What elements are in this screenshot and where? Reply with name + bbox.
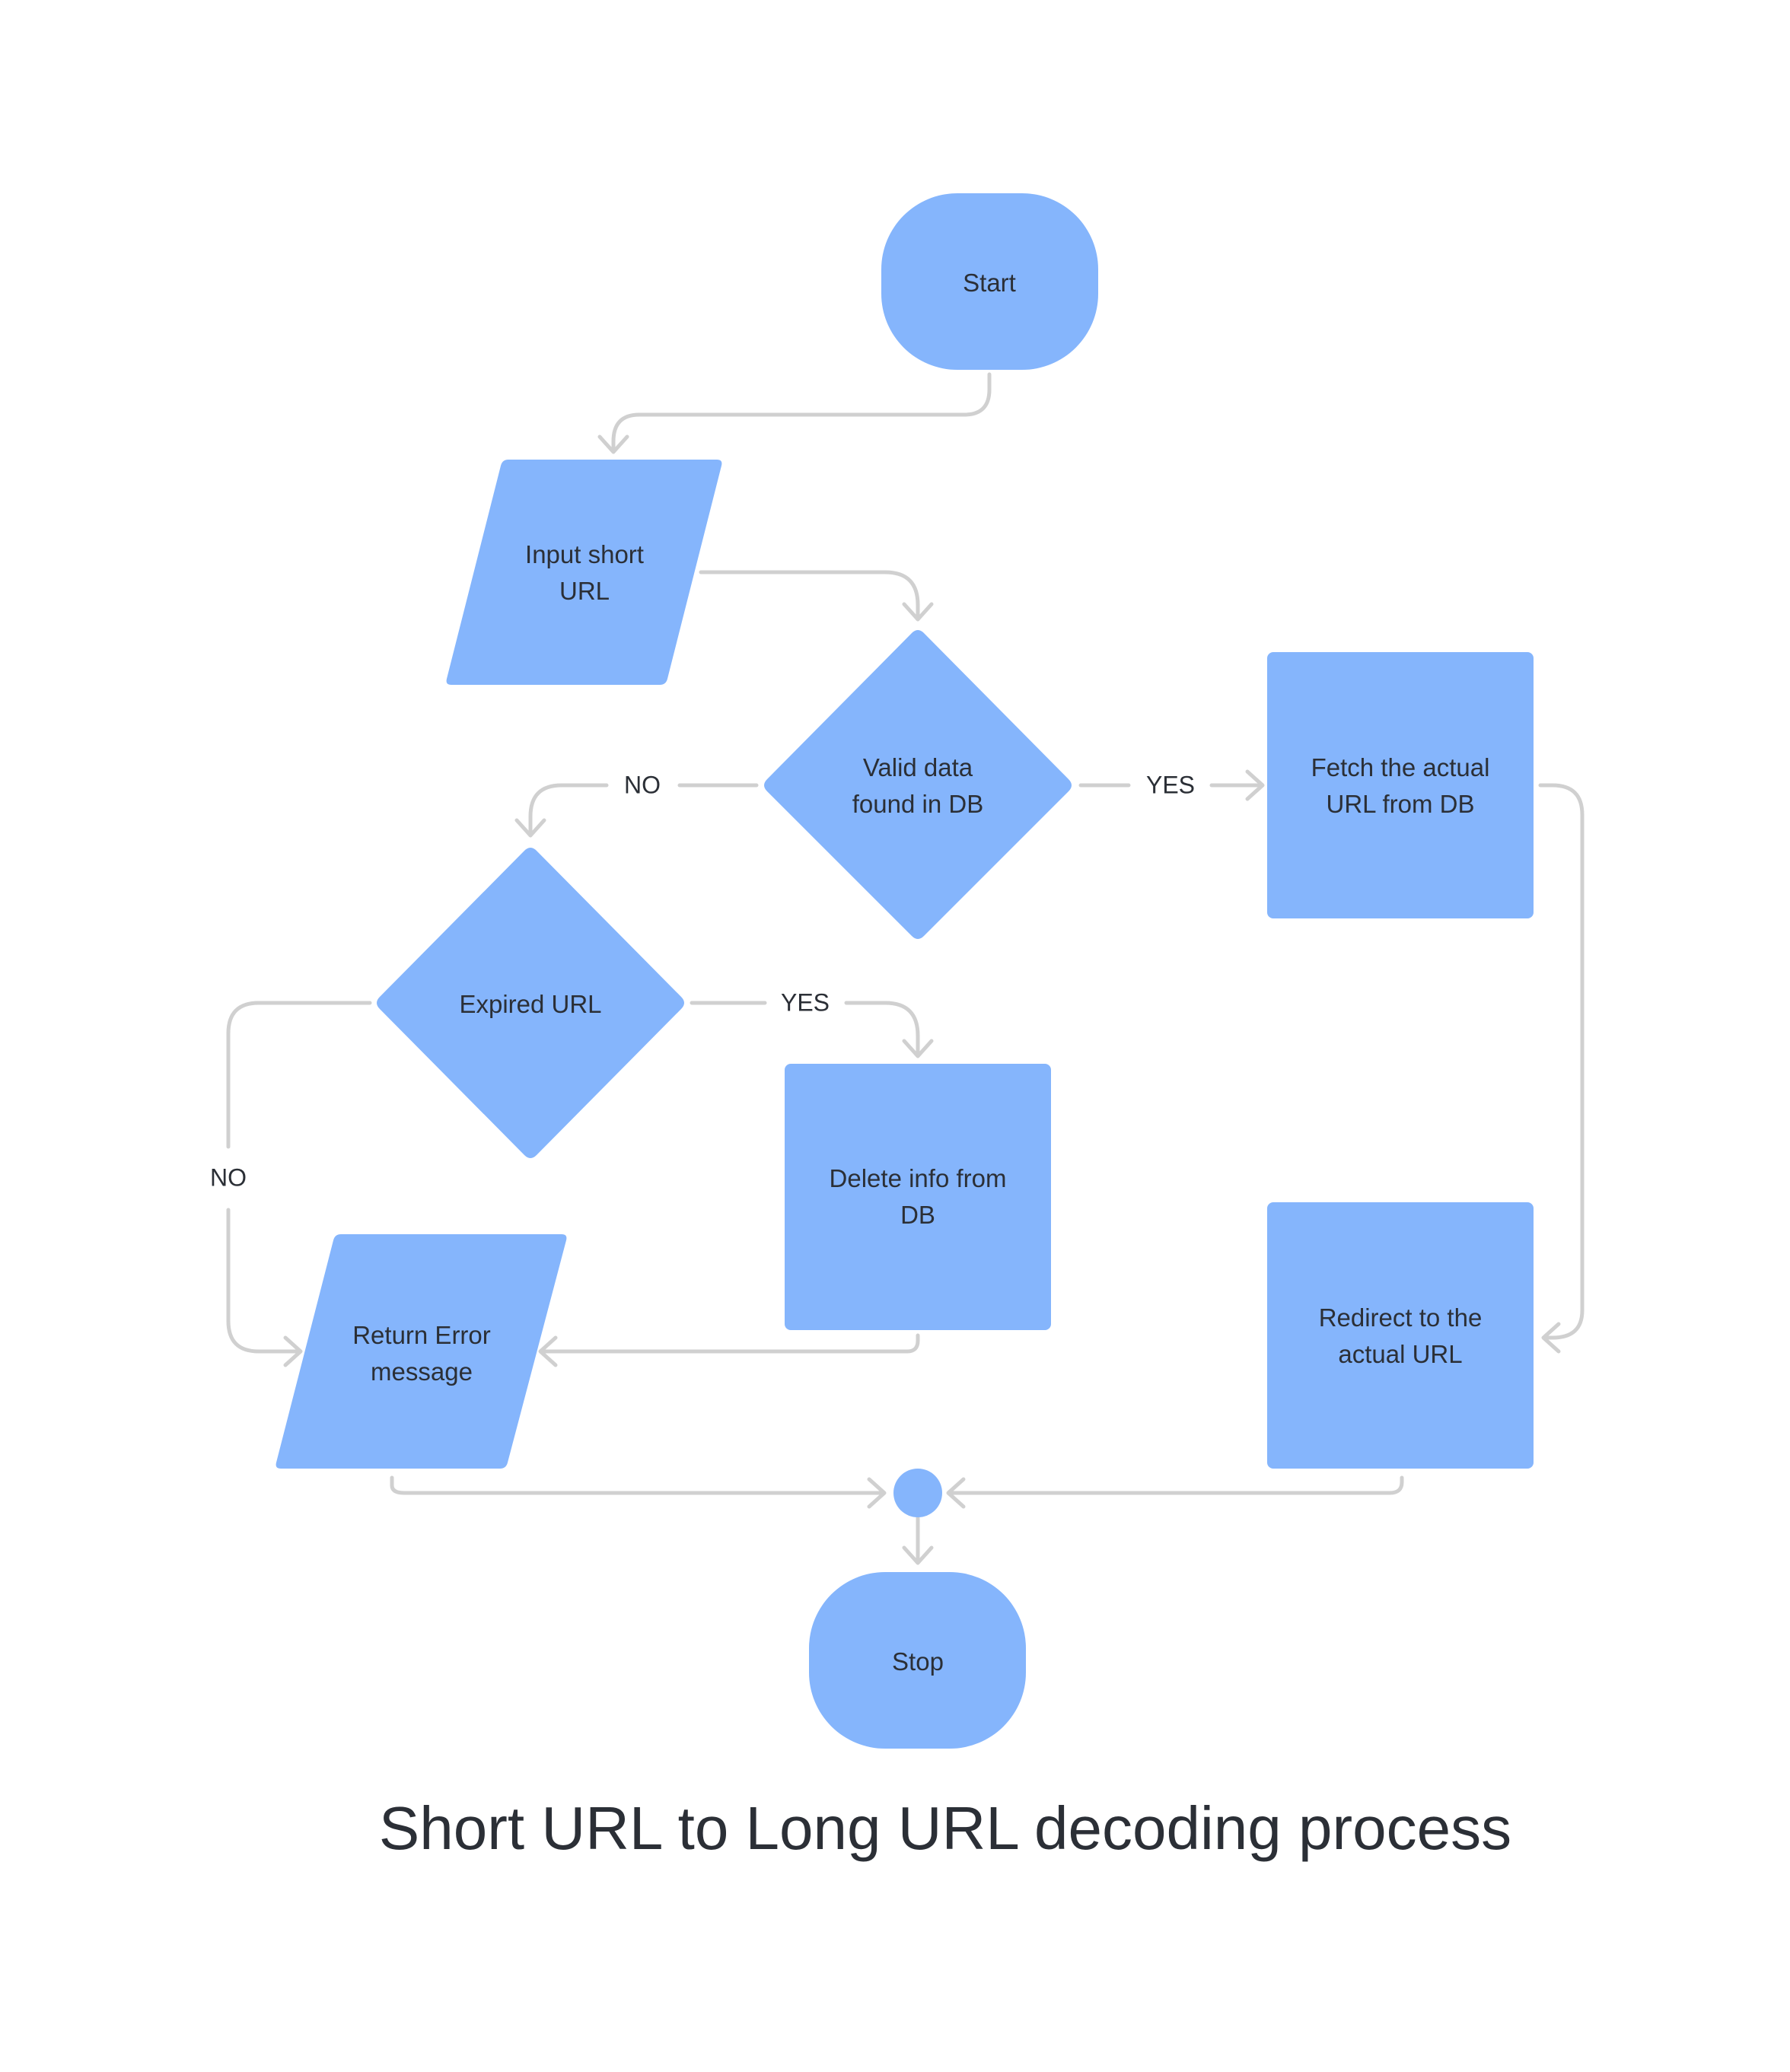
arrowhead-icon (946, 1477, 966, 1509)
edge-label-valid-no: NO (624, 771, 661, 798)
node-label-error-line1: Return Error (352, 1321, 491, 1349)
node-start: Start (881, 193, 1098, 370)
diagram-title: Short URL to Long URL decoding process (379, 1794, 1511, 1862)
node-label-expired: Expired URL (459, 990, 601, 1018)
node-label-fetch-line2: URL from DB (1327, 790, 1475, 818)
node-label-fetch-line1: Fetch the actual (1311, 753, 1490, 781)
node-label-start: Start (963, 269, 1016, 297)
edge-fetch-to-redirect (1538, 783, 1585, 1340)
edge-input-to-valid (699, 570, 920, 620)
node-expired-url: Expired URL (377, 848, 684, 1158)
node-delete-info: Delete info from DB (785, 1064, 1051, 1330)
node-valid-data-found: Valid data found in DB (764, 630, 1072, 939)
arrowhead-icon (1245, 769, 1265, 801)
decision-shape (764, 630, 1072, 939)
edge-redirect-to-merge (948, 1475, 1404, 1495)
arrowhead-icon (902, 1545, 934, 1565)
node-label-valid-line1: Valid data (863, 753, 973, 781)
arrowhead-icon (283, 1335, 303, 1367)
parallelogram-shape (276, 1234, 567, 1469)
terminator-shape (881, 193, 1098, 370)
node-label-delete-line2: DB (900, 1201, 935, 1229)
node-label-error-line2: message (371, 1357, 473, 1386)
node-label-input-line2: URL (559, 577, 610, 605)
arrowhead-icon (514, 818, 546, 838)
edge-label-expired-yes: YES (781, 988, 830, 1016)
edge-expired-to-error (226, 1001, 372, 1149)
node-merge-circle (893, 1469, 942, 1517)
arrowhead-icon (902, 1039, 934, 1058)
node-label-valid-line2: found in DB (852, 790, 983, 818)
nodes: Start Input short URL Valid data found i… (276, 193, 1534, 1749)
node-label-delete-line1: Delete info from (830, 1164, 1007, 1192)
process-shape (1267, 1202, 1534, 1469)
node-label-redirect-line2: actual URL (1338, 1340, 1462, 1368)
process-shape (785, 1064, 1051, 1330)
parallelogram-shape (446, 460, 722, 685)
node-label-stop: Stop (892, 1647, 944, 1676)
connectors (226, 372, 1585, 1565)
edge-expired-to-delete-2 (844, 1001, 920, 1057)
edge-label-valid-yes: YES (1146, 771, 1195, 798)
node-label-redirect-line1: Redirect to the (1319, 1303, 1483, 1332)
edge-start-to-input (611, 372, 992, 453)
edge-error-to-merge (390, 1475, 885, 1495)
node-input-short-url: Input short URL (446, 460, 722, 685)
edge-expired-to-error-2 (226, 1208, 301, 1354)
terminator-shape (809, 1572, 1026, 1749)
arrowhead-icon (867, 1477, 887, 1509)
edge-label-expired-no: NO (210, 1163, 247, 1191)
node-redirect: Redirect to the actual URL (1267, 1202, 1534, 1469)
node-return-error: Return Error message (276, 1234, 567, 1469)
arrowhead-icon (538, 1335, 558, 1367)
edge-valid-to-expired-2 (528, 783, 609, 836)
arrowhead-icon (902, 602, 934, 622)
process-shape (1267, 652, 1534, 918)
edge-delete-to-error (540, 1333, 920, 1354)
arrowhead-icon (597, 434, 629, 454)
decision-shape (377, 848, 684, 1158)
arrowhead-icon (1541, 1322, 1561, 1354)
edge-labels: YES NO YES NO (210, 771, 1195, 1191)
node-stop: Stop (809, 1572, 1026, 1749)
node-label-input-line1: Input short (525, 540, 644, 568)
node-fetch-actual-url: Fetch the actual URL from DB (1267, 652, 1534, 918)
